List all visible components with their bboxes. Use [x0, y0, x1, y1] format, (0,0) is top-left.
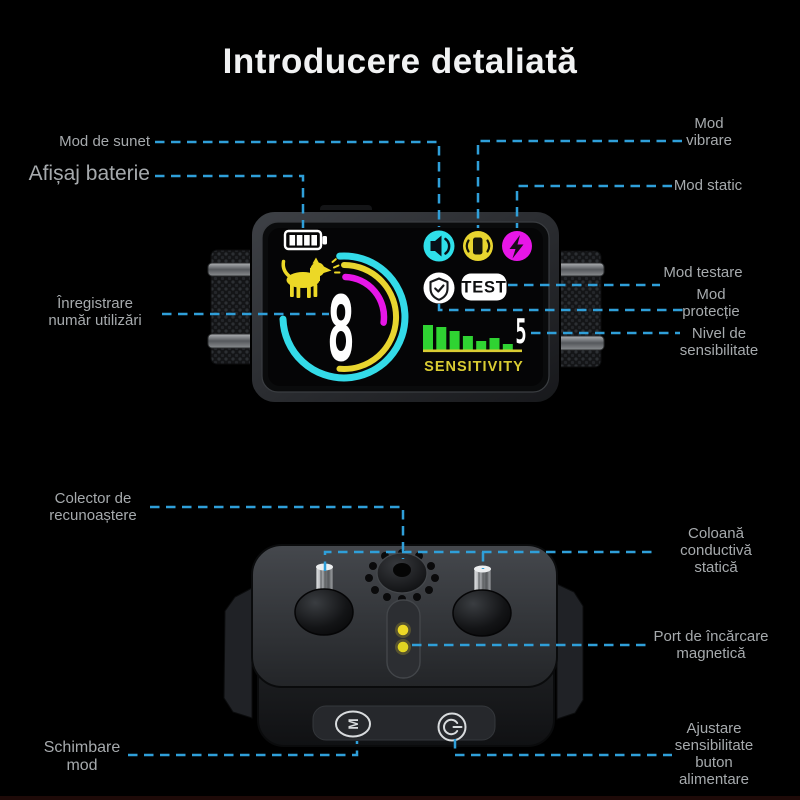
label-static-mode: Mod static [673, 177, 743, 194]
vibration-mode-icon [463, 231, 493, 261]
page-bottom-strip [0, 796, 800, 800]
test-label: TEST [461, 279, 506, 297]
sensitivity-value-digit: 5 [515, 313, 526, 351]
label-battery-display: Afișaj baterie [28, 162, 150, 185]
page-title: Introducere detaliată [222, 42, 578, 81]
strap-flap-right [556, 583, 584, 720]
label-sensitivity-adjust-power: Ajustare sensibilitate buton alimentare [674, 720, 754, 788]
sensitivity-caption: SENSITIVITY [424, 359, 524, 375]
label-sensitivity-level: Nivel de sensibilitate [679, 325, 759, 359]
arc-yellow [336, 262, 400, 372]
strap-flap-left [223, 587, 253, 719]
mode-change-button: M [335, 710, 371, 738]
battery-icon [283, 229, 327, 251]
static-mode-icon [502, 231, 532, 261]
label-sound-mode: Mod de sunet [59, 133, 150, 150]
charging-led-2 [397, 641, 409, 653]
protection-mode-icon [423, 272, 455, 304]
connector-static-mode [515, 184, 672, 228]
magnetic-charging-port [386, 599, 421, 679]
conductive-post-left [294, 563, 354, 636]
power-button [437, 712, 467, 742]
connector-vibration-mode [476, 139, 682, 228]
connector-recognition-collector [150, 505, 405, 559]
connector-mode-change [128, 741, 359, 757]
sound-mode-icon [423, 230, 455, 262]
collar-receiver-device: M [223, 544, 584, 747]
label-test-mode: Mod testare [663, 264, 743, 281]
callout-connectors [128, 139, 684, 757]
collar-strap-left [207, 249, 260, 365]
conductive-post-right [452, 565, 512, 637]
mode-button-letter: M [346, 718, 361, 729]
label-static-conductive-column: Coloană conductivă statică [680, 525, 752, 576]
test-mode-button: TEST [461, 273, 507, 301]
collar-display-device: 8 TE [207, 205, 605, 404]
connector-sensitivity-adjust [453, 739, 672, 757]
arc-cyan [279, 252, 409, 382]
connector-battery-display [155, 174, 305, 228]
connector-protection-mode [437, 304, 684, 312]
usage-count-digit: 8 [327, 276, 355, 381]
connector-conductive-column [323, 550, 652, 571]
charging-led-1 [397, 624, 409, 636]
dog-icon [281, 257, 341, 298]
label-usage-record: Înregistrare număr utilizări [48, 295, 142, 329]
label-protection-mode: Mod protecție [682, 286, 740, 320]
power-icon [443, 718, 463, 736]
label-mode-change: Schimbare mod [43, 739, 121, 775]
label-recognition-collector: Colector de recunoaștere [49, 490, 137, 524]
label-magnetic-charging-port: Port de încărcare magnetică [653, 628, 769, 662]
sensitivity-underline [423, 349, 522, 353]
label-vibration-mode: Mod vibrare [686, 115, 732, 149]
bark-marks-icon [331, 258, 341, 274]
connector-sound-mode [155, 140, 441, 227]
arc-magenta [342, 273, 388, 326]
sensitivity-bars [423, 325, 513, 350]
front-button-panel [312, 705, 496, 741]
